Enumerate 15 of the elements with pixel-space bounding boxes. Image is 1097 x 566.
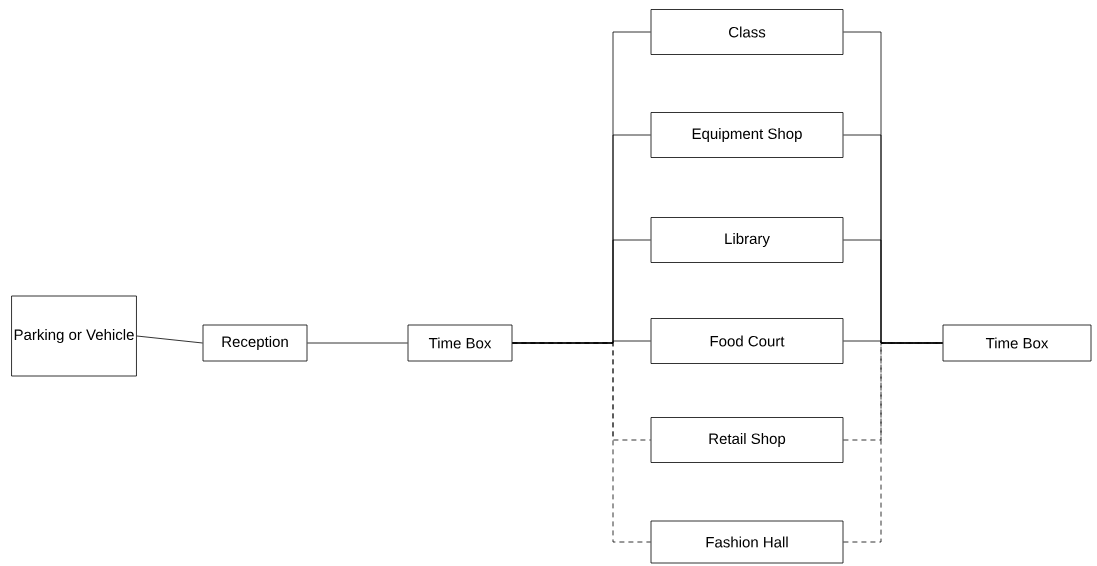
process-box: Food Court <box>650 318 844 364</box>
process-box: Parking or Vehicle <box>11 295 137 377</box>
process-box: Fashion Hall <box>650 520 844 564</box>
process-box: Reception <box>202 324 308 362</box>
connector-line <box>843 342 943 543</box>
process-box: Time Box <box>942 324 1092 362</box>
connector-line <box>512 342 651 543</box>
process-box: Retail Shop <box>650 417 844 463</box>
process-box: Equipment Shop <box>650 112 844 158</box>
process-box: Class <box>650 9 844 55</box>
connector-line <box>136 335 203 344</box>
process-box: Library <box>650 217 844 263</box>
process-box: Time Box <box>407 324 513 362</box>
connector-line <box>307 342 408 344</box>
connector-line <box>843 342 943 441</box>
